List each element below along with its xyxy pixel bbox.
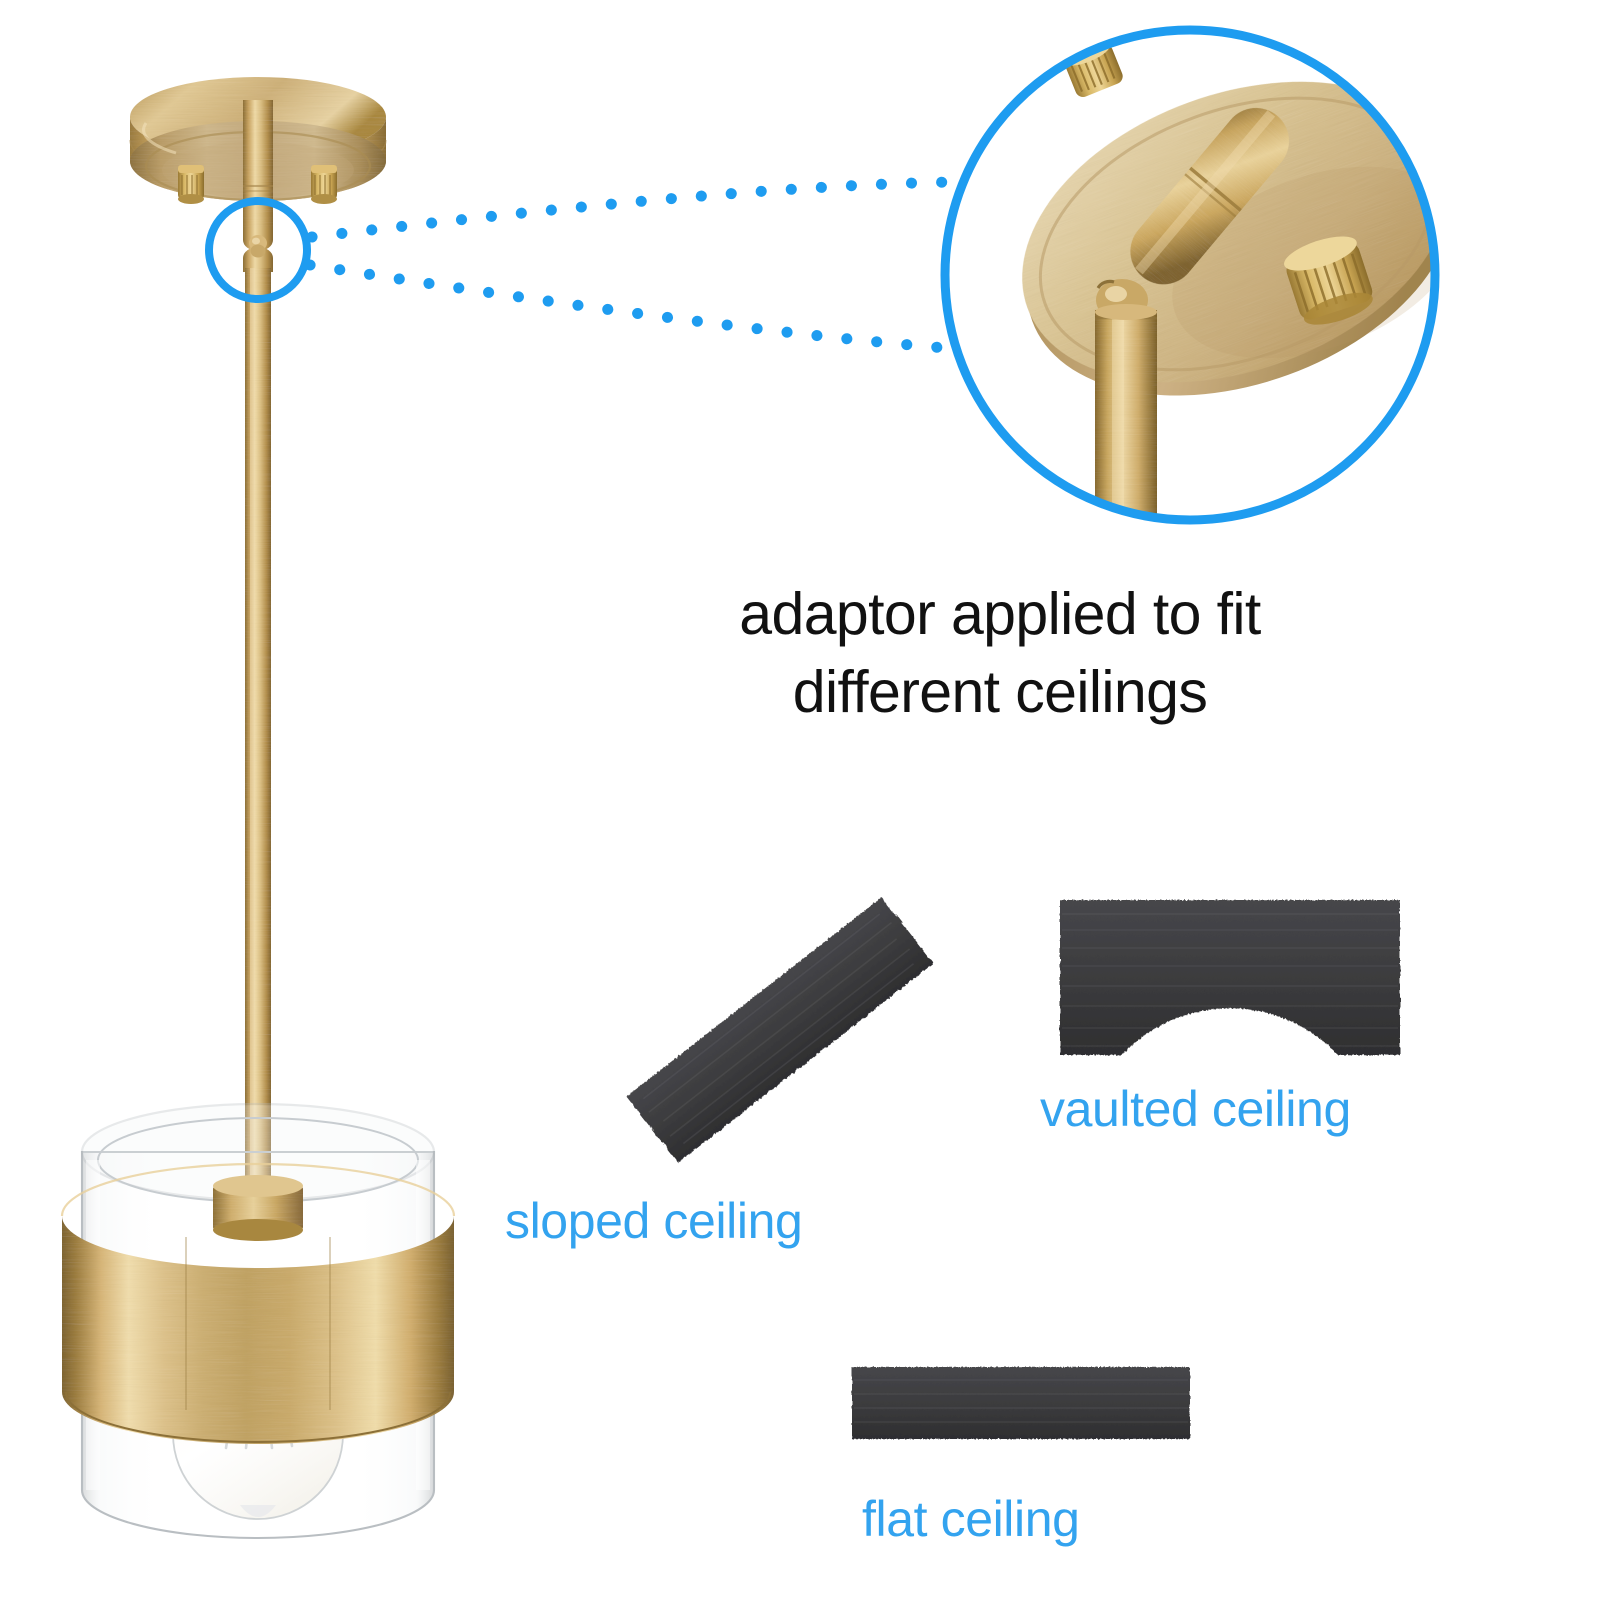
flat-ceiling-label: flat ceiling (862, 1491, 1080, 1547)
swivel-adaptor-joint (243, 228, 273, 272)
leader-line-upper (306, 176, 956, 243)
headline-line-1: adaptor applied to fit (739, 581, 1261, 647)
magnified-inset-ring (940, 25, 1440, 525)
headline: adaptor applied to fit different ceiling… (600, 576, 1400, 732)
downrod (245, 268, 271, 1198)
pendant-light-fixture (60, 77, 456, 1540)
sloped-ceiling-label: sloped ceiling (505, 1193, 803, 1249)
sloped-beam-icon (626, 897, 934, 1163)
callout-leader-lines (304, 176, 956, 354)
downrod-upper-segment (243, 100, 273, 240)
shade-socket-cap (213, 1175, 303, 1241)
magnified-downrod (1095, 304, 1157, 520)
swivel-joint-highlight-circle (205, 197, 311, 303)
headline-line-2: different ceilings (792, 658, 1208, 725)
canopy-thumbscrew (178, 165, 204, 204)
vaulted-arch-icon (1060, 900, 1400, 1055)
leader-line-lower (304, 259, 952, 354)
vaulted-ceiling-label: vaulted ceiling (1040, 1081, 1351, 1137)
canopy-thumbscrew (311, 165, 337, 204)
flat-bar-icon (852, 1367, 1190, 1439)
magnified-swivel-arm (1130, 108, 1289, 285)
magnified-thumbscrew (1284, 236, 1373, 325)
brass-shade-band (60, 1162, 456, 1444)
swivel-joint-magnified-inset (940, 25, 1440, 525)
